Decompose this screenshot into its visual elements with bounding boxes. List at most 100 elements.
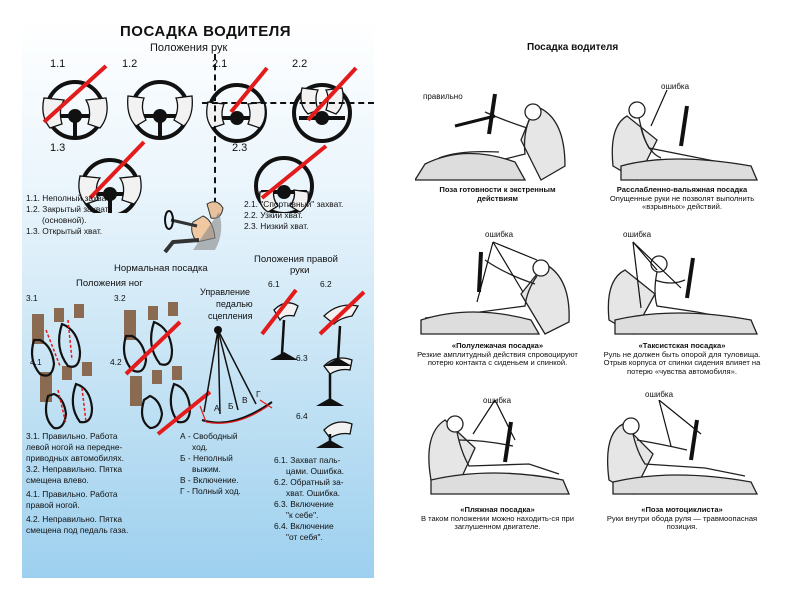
label-4-2: 4.2 [110, 357, 122, 367]
driver-pose-beach [428, 400, 570, 495]
normal-posture-title: Нормальная посадка [114, 263, 208, 274]
caption-pose-half-lying-title: «Полулежачая посадка» [451, 341, 544, 350]
clutch-title-3: сцепления [208, 311, 253, 321]
cross-6-2 [318, 290, 366, 336]
driver-pose-taxi [607, 241, 758, 335]
caption-2-1: 2.1. "Спортивный" захват. [244, 199, 344, 209]
driver-pose-motorcyclist [606, 400, 759, 495]
label-6-1: 6.1 [268, 279, 280, 289]
label-error-4: ошибка [483, 396, 512, 405]
clutch-letter-b: Б [228, 401, 234, 411]
legs-caption-line: 3.1. Правильно. Работа [26, 431, 118, 441]
label-correct: правильно [423, 92, 463, 101]
clutch-caption-line: А - Свободный [180, 431, 238, 441]
clutch-title-2: педалью [216, 299, 253, 309]
gear-caption-line: "к себе". [286, 510, 319, 520]
cross-6-1 [260, 288, 298, 336]
label-error-5: ошибка [645, 390, 674, 399]
cross-4-2 [156, 390, 212, 436]
caption-pose-relaxed-title: Расслабленно-вальяжная посадка [616, 185, 748, 194]
caption-1-2b: (основной). [42, 215, 87, 225]
cross-2-1 [229, 66, 269, 114]
label-4-1: 4.1 [30, 357, 42, 367]
left-title: ПОСАДКА ВОДИТЕЛЯ [120, 23, 292, 40]
caption-pose-taxi-text: Руль не должен быть опорой для туловища.… [603, 349, 761, 377]
gear-caption-line: 6.1. Захват паль- [274, 455, 341, 465]
label-6-3: 6.3 [296, 353, 308, 363]
label-error-2: ошибка [485, 230, 514, 239]
caption-1-3: 1.3. Открытый хват. [26, 226, 103, 236]
caption-pose-motorcyclist-title: «Поза мотоциклиста» [641, 505, 723, 514]
label-2-3: 2.3 [232, 142, 248, 154]
clutch-letter-g: Г [256, 389, 261, 399]
driver-pose-half-lying [420, 241, 570, 335]
cross-2-2 [306, 66, 358, 122]
caption-1-2: 1.2. Закрытый захват [26, 204, 109, 214]
divider-dashed-vertical [214, 54, 216, 214]
gear-caption-line: 6.3. Включение [274, 499, 334, 509]
driver-pose-relaxed [611, 89, 758, 181]
caption-pose-beach-text: В таком положении можно находить-ся при … [420, 513, 575, 532]
legs-caption-line: 3.2. Неправильно. Пятка [26, 464, 123, 474]
normal-posture-driver-illustration [163, 201, 224, 254]
label-error-3: ошибка [623, 230, 652, 239]
gear-caption-line: 6.2. Обратный за- [274, 477, 344, 487]
caption-pose-motorcyclist: «Поза мотоциклиста»Руки внутри обода рул… [597, 505, 767, 532]
label-6-4: 6.4 [296, 411, 308, 421]
steering-wheel-illustrations-2 [206, 83, 352, 213]
label-1-1: 1.1 [50, 58, 66, 70]
right-poster: Посадка водителя правильно ошибка ошибка… [405, 30, 778, 570]
legs-caption-line: смещена влево. [26, 475, 89, 485]
cross-1-1 [42, 64, 108, 124]
gear-lever-illustration [270, 302, 360, 448]
legs-caption-line: левой ногой на передне- [26, 442, 123, 452]
label-1-2: 1.2 [122, 58, 138, 70]
caption-pose-beach-title: «Пляжная посадка» [460, 505, 535, 514]
legs-caption-line: правой ногой. [26, 500, 80, 510]
clutch-letter-a: А [214, 403, 220, 413]
right-title: Посадка водителя [527, 42, 619, 53]
driver-pose-ready [415, 93, 566, 181]
divider-dashed-horizontal [202, 102, 374, 104]
leg-positions-illustration [30, 302, 192, 430]
legs-caption-line: 4.2. Неправильно. Пятка [26, 514, 123, 524]
label-2-2: 2.2 [292, 58, 308, 70]
right-hand-title-1: Положения правой [254, 254, 338, 265]
label-3-2: 3.2 [114, 293, 126, 303]
hand-positions-title: Положения рук [150, 42, 228, 54]
caption-pose-ready-title: Поза готовности к экстренным [439, 185, 556, 194]
gear-caption-line: цами. Ошибка. [286, 466, 345, 476]
legs-caption-line: смещена под педаль газа. [26, 525, 129, 535]
legs-caption-line: приводных автомобилях. [26, 453, 124, 463]
caption-pose-half-lying-text: Резкие амплитудный действия спровоцируют… [417, 349, 578, 368]
clutch-caption-line: выжим. [192, 464, 221, 474]
caption-2-3: 2.3. Низкий хват. [244, 221, 309, 231]
label-error-1: ошибка [661, 82, 690, 91]
caption-pose-motorcyclist-text: Руки внутри обода руля — травмоопасная п… [606, 513, 758, 532]
gear-caption-line: хват. Ошибка. [286, 488, 341, 498]
caption-2-2: 2.2. Узкий хват. [244, 210, 303, 220]
gear-caption-line: 6.4. Включение [274, 521, 334, 531]
leg-positions-title: Положения ног [76, 278, 143, 289]
caption-pose-half-lying: «Полулежачая посадка»Резкие амплитудный … [415, 341, 580, 368]
label-1-3: 1.3 [50, 142, 66, 154]
clutch-caption-line: ход. [192, 442, 208, 452]
caption-pose-beach: «Пляжная посадка»В таком положении можно… [415, 505, 580, 532]
clutch-diagram [199, 326, 273, 424]
label-3-1: 3.1 [26, 293, 38, 303]
clutch-caption-line: Б - Неполный [180, 453, 233, 463]
legs-caption-line: 4.1. Правильно. Работа [26, 489, 118, 499]
caption-1-1: 1.1. Неполный захват. [26, 193, 112, 203]
clutch-caption-line: В - Включение. [180, 475, 239, 485]
caption-pose-taxi: «Таксистская посадка»Руль не должен быть… [597, 341, 767, 377]
clutch-title-1: Управление [200, 287, 251, 297]
caption-pose-ready-text: действиям [476, 193, 519, 203]
cross-3-2 [124, 320, 182, 376]
label-6-2: 6.2 [320, 279, 332, 289]
right-hand-title-2: руки [290, 265, 310, 276]
gear-caption-line: "от себя". [286, 532, 323, 542]
left-poster: ПОСАДКА ВОДИТЕЛЯ Положения рук 1.1 1.2 2… [22, 18, 374, 578]
cross-1-3 [88, 140, 146, 200]
